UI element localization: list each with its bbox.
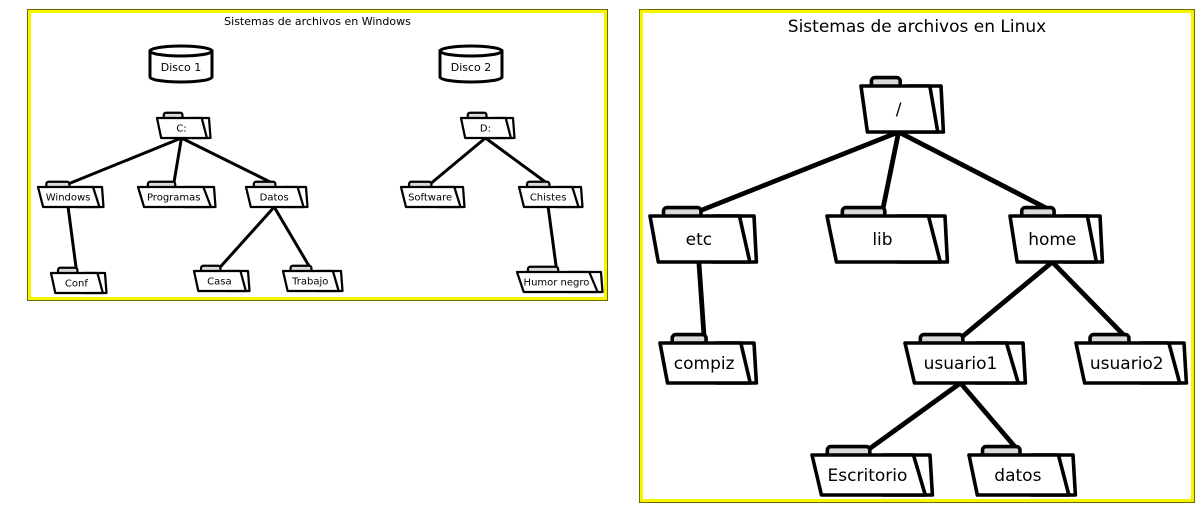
linux-folder-escritorio-label: Escritorio	[828, 466, 908, 486]
linux-folder-usuario2: usuario2	[1074, 332, 1189, 385]
windows-folder-datos-label: Datos	[260, 193, 289, 204]
linux-edge-root-lib	[880, 129, 902, 214]
windows-folder-c: C:	[155, 111, 212, 140]
windows-folder-conf-label: Conf	[65, 279, 88, 290]
linux-edge-root-etc	[696, 129, 902, 214]
windows-diagram-panel: Sistemas de archivos en Windows C: Window…	[27, 9, 608, 301]
windows-folder-conf: Conf	[49, 266, 108, 295]
windows-disk-disk2-label: Disco 2	[451, 61, 492, 74]
windows-folder-software-label: Software	[408, 193, 452, 204]
windows-edge-d-software	[428, 136, 487, 186]
windows-folder-casa: Casa	[192, 264, 251, 293]
windows-edge-d-chistes	[483, 136, 550, 186]
windows-edge-datos-trabajo	[272, 205, 312, 270]
linux-edge-root-home	[896, 129, 1055, 214]
windows-folder-chistes-label: Chistes	[530, 193, 567, 204]
windows-folder-programas: Programas	[136, 180, 217, 209]
windows-folder-humor: Humor negro	[515, 265, 604, 294]
windows-edge-datos-casa	[217, 205, 276, 270]
windows-folder-d-label: D:	[480, 124, 491, 135]
linux-folder-root: /	[859, 75, 946, 134]
windows-edge-windows-conf	[66, 205, 78, 272]
linux-edge-home-usuario1	[958, 259, 1055, 341]
linux-folder-home: home	[1008, 205, 1105, 264]
linux-folder-datos: datos	[967, 444, 1078, 497]
linux-diagram-panel: Sistemas de archivos en Linux / etc lib hom…	[639, 9, 1195, 503]
windows-folder-casa-label: Casa	[207, 277, 231, 288]
windows-folder-c-label: C:	[176, 124, 186, 135]
windows-folder-trabajo-label: Trabajo	[291, 277, 328, 288]
windows-folder-chistes: Chistes	[517, 180, 584, 209]
windows-diagram-title: Sistemas de archivos en Windows	[224, 15, 411, 28]
linux-folder-lib: lib	[825, 205, 950, 264]
linux-folder-etc-label: etc	[686, 230, 712, 250]
windows-folder-windows: Windows	[36, 180, 105, 209]
linux-folder-lib-label: lib	[872, 230, 892, 250]
windows-edge-c-programas	[172, 136, 183, 186]
windows-folder-windows-label: Windows	[46, 193, 91, 204]
linux-folder-home-label: home	[1028, 230, 1076, 250]
linux-folder-usuario1: usuario1	[903, 332, 1028, 385]
linux-folder-usuario1-label: usuario1	[924, 354, 998, 374]
linux-folder-compiz: compiz	[658, 332, 759, 385]
linux-edge-usuario1-escritorio	[865, 380, 963, 453]
windows-edge-c-datos	[179, 136, 276, 186]
linux-diagram-title: Sistemas de archivos en Linux	[787, 17, 1047, 37]
linux-edge-usuario1-datos	[958, 380, 1021, 453]
windows-edge-chistes-humor	[546, 205, 558, 271]
windows-disk-disk2: Disco 2	[438, 44, 504, 84]
linux-tree: / etc lib home compiz usuario1 usuario2Escrito…	[648, 75, 1189, 497]
windows-disk-disk1: Disco 1	[148, 44, 214, 84]
windows-folder-datos: Datos	[244, 180, 309, 209]
windows-folder-programas-label: Programas	[147, 193, 201, 204]
windows-folder-software: Software	[399, 180, 466, 209]
windows-edges	[66, 136, 558, 272]
linux-folder-usuario2-label: usuario2	[1090, 354, 1164, 374]
windows-disk-disk1-label: Disco 1	[161, 61, 202, 74]
linux-folder-datos-label: datos	[994, 466, 1041, 486]
linux-folder-escritorio: Escritorio	[810, 444, 935, 497]
windows-folder-trabajo: Trabajo	[281, 264, 344, 293]
windows-edge-c-windows	[66, 136, 183, 186]
windows-folder-humor-label: Humor negro	[524, 278, 590, 289]
linux-edge-etc-compiz	[696, 259, 707, 341]
linux-edges	[696, 129, 1130, 453]
linux-folder-etc: etc	[648, 205, 759, 264]
windows-folder-d: D:	[459, 111, 516, 140]
linux-folder-compiz-label: compiz	[674, 354, 735, 374]
linux-edge-home-usuario2	[1049, 259, 1130, 341]
linux-folder-root-label: /	[896, 100, 902, 120]
